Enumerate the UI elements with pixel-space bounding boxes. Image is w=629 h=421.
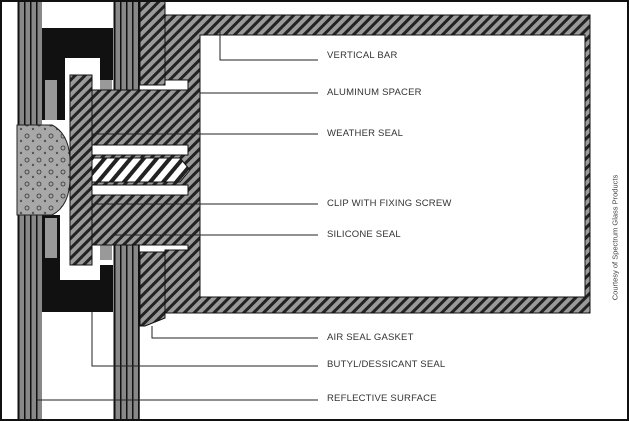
label-air-seal-gasket: AIR SEAL GASKET	[327, 332, 414, 343]
butyl-seal-top	[42, 28, 113, 120]
clip	[69, 74, 93, 266]
air-seal-gasket-top	[139, 0, 166, 86]
label-aluminum-spacer: ALUMINUM SPACER	[327, 87, 422, 98]
dessicant-bottom	[45, 218, 57, 258]
image-credit: Courtesy of Spectrum Glass Products	[610, 174, 620, 301]
butyl-seal-bottom	[42, 215, 113, 312]
air-seal-gasket-bottom	[139, 251, 166, 327]
label-clip-with-fixing-screw: CLIP WITH FIXING SCREW	[327, 198, 452, 209]
vertical-bar	[91, 14, 591, 314]
fixing-screw	[91, 157, 191, 183]
inner-glass-pane-bottom	[113, 218, 140, 421]
label-weather-seal: WEATHER SEAL	[327, 128, 404, 139]
label-vertical-bar: VERTICAL BAR	[327, 50, 398, 61]
weather-seal-foam	[16, 124, 71, 216]
leader-butyl-seal	[91, 312, 318, 367]
leader-air-seal-gasket	[151, 326, 318, 339]
label-butyl-dessicant-seal: BUTYL/DESSICANT SEAL	[327, 359, 446, 370]
leader-vertical-bar	[219, 28, 318, 61]
dessicant-top	[45, 80, 57, 120]
label-silicone-seal: SILICONE SEAL	[327, 229, 401, 240]
label-reflective-surface: REFLECTIVE SURFACE	[327, 393, 437, 404]
leader-lines	[37, 28, 318, 401]
